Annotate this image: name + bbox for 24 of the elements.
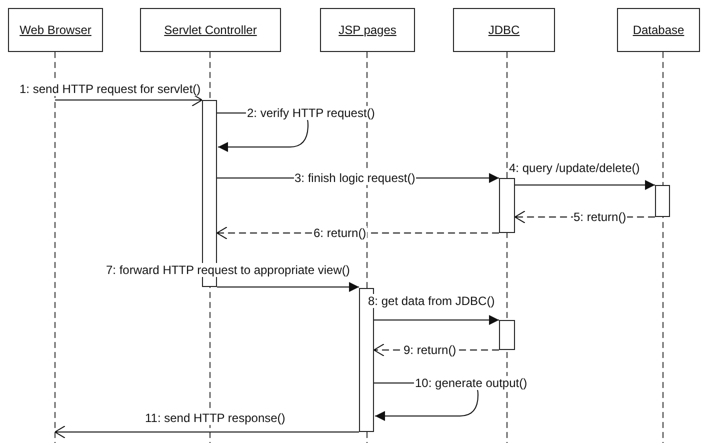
- edge-label: 4: query /update/delete(): [508, 161, 641, 175]
- message-arrow: [374, 315, 500, 325]
- edge-label: 1: send HTTP request for servlet(): [18, 82, 202, 96]
- lifeline-head-box: JDBC: [453, 8, 555, 52]
- lifeline-head-box: Servlet Controller: [140, 8, 281, 52]
- edge-label: 5: return(): [572, 210, 628, 224]
- activation-bar: [499, 320, 515, 350]
- message-arrow: [514, 180, 656, 190]
- edge-label: 6: return(): [312, 226, 368, 240]
- lifeline-head-box: Web Browser: [8, 8, 103, 52]
- activation-bar: [655, 185, 670, 217]
- message-arrow: [54, 426, 360, 438]
- edge-label: 7: forward HTTP request to appropriate view(): [105, 263, 351, 277]
- lifeline-head-box: Database: [617, 8, 700, 52]
- message-arrow: [216, 282, 360, 292]
- edge-label: 11: send HTTP response(): [144, 411, 286, 425]
- lifeline-head-box: JSP pages: [320, 8, 415, 52]
- message-arrow: [54, 94, 202, 106]
- activation-bar: [499, 178, 515, 233]
- edge-label: 3: finish logic request(): [294, 171, 416, 185]
- edge-label: 8: get data from JDBC(): [367, 294, 496, 308]
- edge-label: 10: generate output(): [414, 376, 528, 390]
- edge-label: 2: verify HTTP request(): [246, 106, 376, 120]
- edge-label: 9: return(): [402, 343, 458, 357]
